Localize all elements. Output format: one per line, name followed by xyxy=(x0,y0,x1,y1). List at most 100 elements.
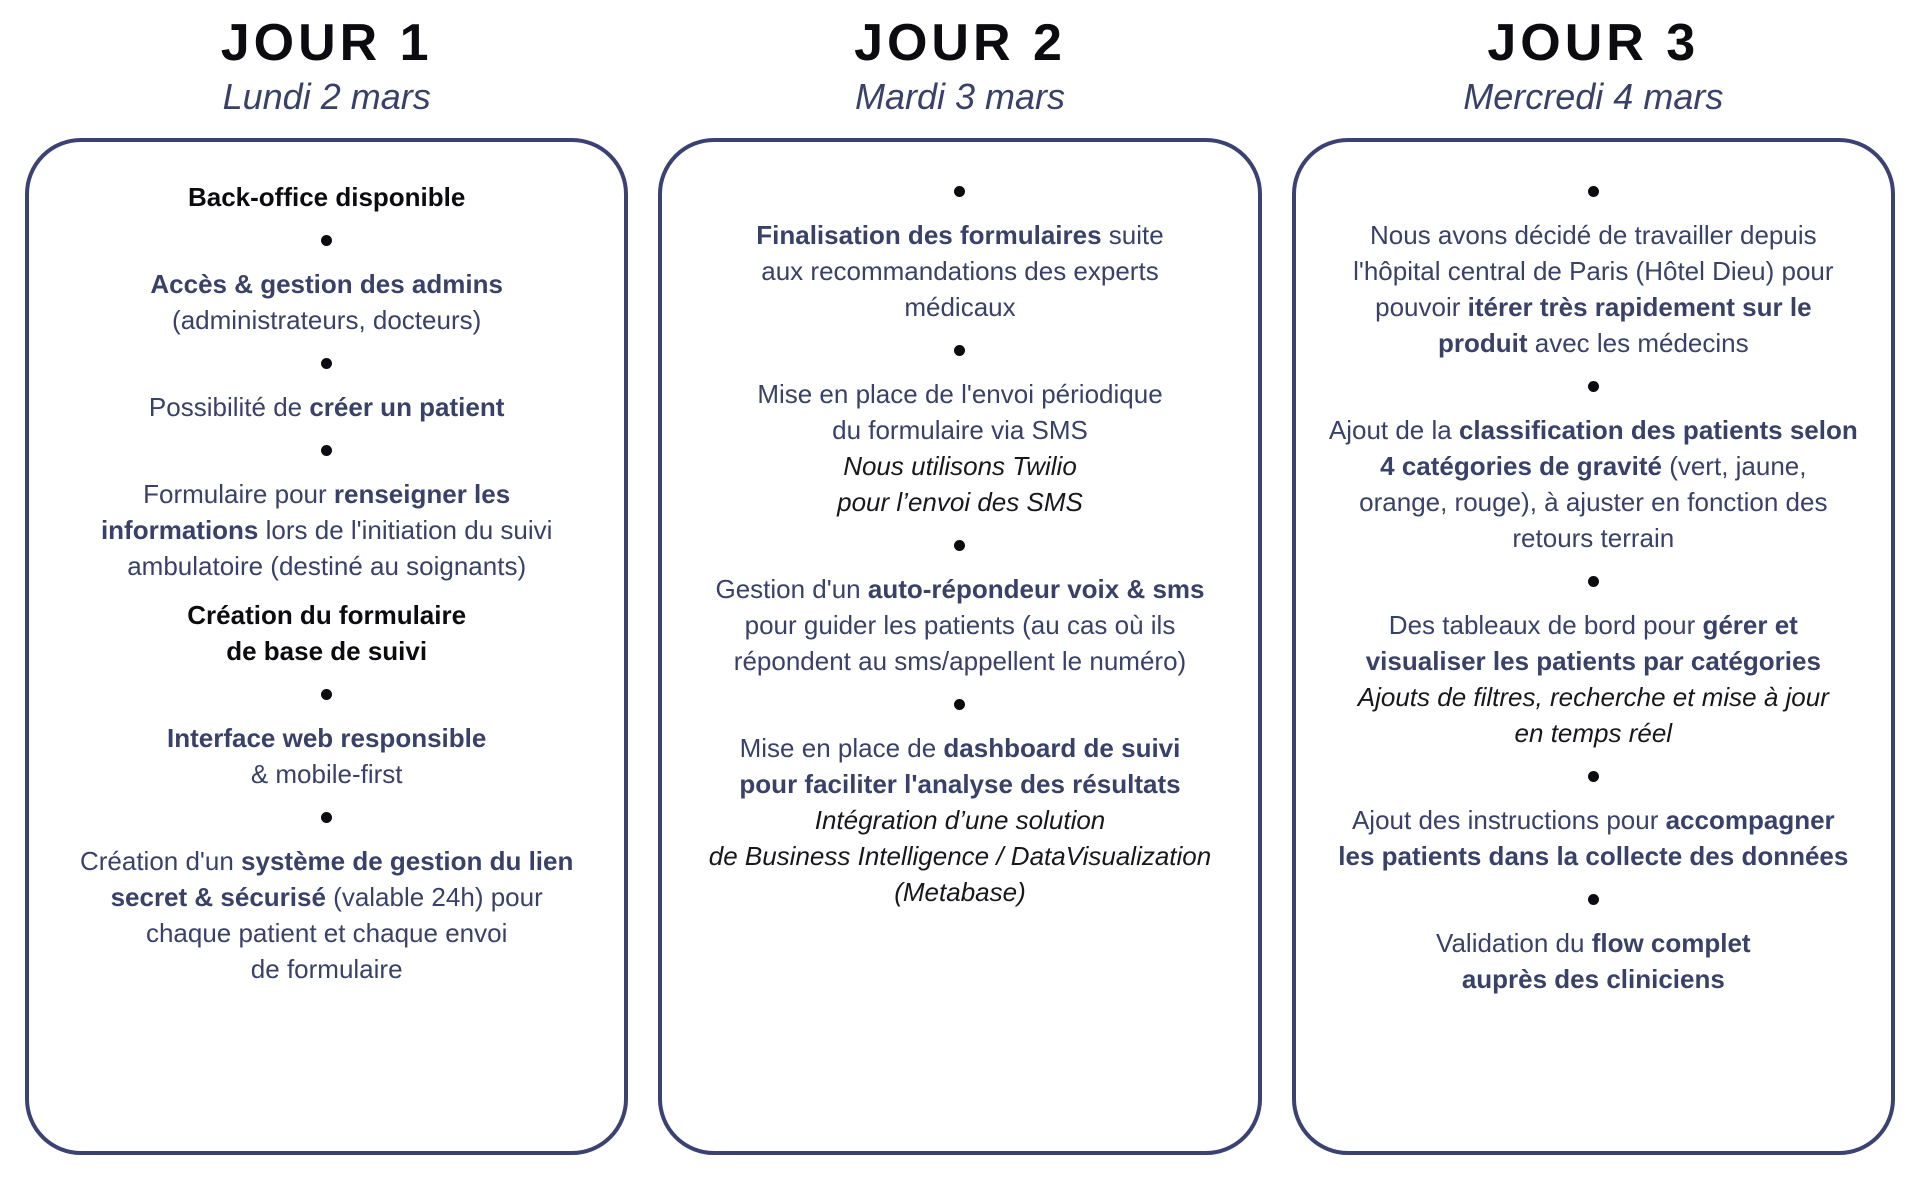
text-segment: informations xyxy=(100,514,259,545)
text-segment: répondent au sms/appellent le numéro) xyxy=(733,645,1187,676)
text-segment: aux recommandations des experts xyxy=(761,255,1159,286)
text-segment: ambulatoire (destiné au soignants) xyxy=(127,550,527,581)
day-column-3: JOUR 3 Mercredi 4 mars Nous avons décidé… xyxy=(1291,14,1895,1155)
text-segment: auto-répondeur voix & sms xyxy=(867,573,1205,604)
text-segment: produit xyxy=(1438,327,1528,358)
text-segment: Accès & gestion des admins xyxy=(150,268,503,299)
bullet-separator xyxy=(321,444,333,456)
text-segment: Mise en place de l'envoi périodique xyxy=(757,378,1163,409)
text-segment: Ajouts de filtres, recherche et mise à j… xyxy=(1357,681,1829,712)
timeline-item: Ajout de la classification des patients … xyxy=(1302,412,1885,556)
text-segment: (valable 24h) pour xyxy=(325,881,543,912)
text-segment: chaque patient et chaque envoi xyxy=(145,917,508,948)
text-segment: itérer très rapidement sur le xyxy=(1467,291,1812,322)
timeline-item: Finalisation des formulaires suite aux re… xyxy=(668,217,1251,325)
timeline-item: Possibilité de créer un patient xyxy=(35,389,618,425)
bullet-separator xyxy=(1587,380,1599,392)
timeline-item: Nous avons décidé de travailler depuis l'… xyxy=(1302,217,1885,361)
timeline-item: Création d'un système de gestion du lien… xyxy=(35,843,618,987)
text-segment: dashboard de suivi xyxy=(943,732,1181,763)
bullet-separator xyxy=(321,688,333,700)
bullet-separator xyxy=(954,344,966,356)
text-segment: en temps réel xyxy=(1514,717,1673,748)
text-segment: classification des patients selon xyxy=(1458,414,1858,445)
text-segment: Validation du xyxy=(1436,927,1592,958)
text-segment: pour l’envoi des SMS xyxy=(837,486,1083,517)
timeline-item: Mise en place de dashboard de suivi pour … xyxy=(668,730,1251,910)
bullet-separator xyxy=(1587,575,1599,587)
text-segment: Possibilité de xyxy=(148,391,310,422)
text-segment: Nous utilisons Twilio xyxy=(843,450,1077,481)
text-segment: médicaux xyxy=(904,291,1016,322)
text-segment: Des tableaux de bord pour xyxy=(1388,609,1703,640)
day-subtitle: Mercredi 4 mars xyxy=(1463,75,1724,117)
text-segment: (administrateurs, docteurs) xyxy=(172,304,482,335)
bullet-separator xyxy=(321,357,333,369)
text-segment: orange, rouge), à ajuster en fonction de… xyxy=(1359,486,1828,517)
text-segment: Création d'un xyxy=(79,845,242,876)
text-segment: créer un patient xyxy=(309,391,505,422)
text-segment: pouvoir xyxy=(1375,291,1468,322)
text-segment: pour guider les patients (au cas où ils xyxy=(744,609,1176,640)
timeline-item: Gestion d'un auto-répondeur voix & sms po… xyxy=(668,571,1251,679)
timeline-item: Accès & gestion des admins (administrateu… xyxy=(35,266,618,338)
text-segment: pour faciliter l'analyse des résultats xyxy=(739,768,1181,799)
text-segment: Nous avons décidé de travailler depuis xyxy=(1370,219,1817,250)
day-content: Finalisation des formulaires suite aux re… xyxy=(662,142,1257,941)
text-segment: les patients dans la collecte des donnée… xyxy=(1338,840,1849,871)
text-segment: (vert, jaune, xyxy=(1661,450,1807,481)
day-title: JOUR 3 xyxy=(1487,14,1700,72)
day-content: Nous avons décidé de travailler depuis l'… xyxy=(1296,142,1891,1028)
text-segment: avec les médecins xyxy=(1527,327,1749,358)
text-segment: Création du formulaire xyxy=(187,599,467,630)
bullet-separator xyxy=(321,811,333,823)
day-title: JOUR 2 xyxy=(854,14,1066,72)
timeline-item: Création du formulaire de base de suivi xyxy=(35,597,618,669)
day-subtitle: Mardi 3 mars xyxy=(854,75,1066,117)
day-box: Finalisation des formulaires suite aux re… xyxy=(658,137,1262,1155)
text-segment: Gestion d'un xyxy=(715,573,868,604)
text-segment: du formulaire via SMS xyxy=(832,414,1088,445)
text-segment: auprès des cliniciens xyxy=(1461,963,1725,994)
text-segment: suite xyxy=(1101,219,1164,250)
day-box: Nous avons décidé de travailler depuis l'… xyxy=(1291,137,1895,1155)
text-segment: renseigner les xyxy=(333,478,511,509)
timeline-item: Mise en place de l'envoi périodique du fo… xyxy=(668,376,1251,520)
timeline-item: Interface web responsible & mobile-first xyxy=(35,720,618,792)
text-segment: Interface web responsible xyxy=(167,722,487,753)
text-segment: de Business Intelligence / DataVisualiza… xyxy=(708,840,1212,871)
day-subtitle: Lundi 2 mars xyxy=(222,75,431,117)
bullet-separator xyxy=(954,698,966,710)
day-title: JOUR 1 xyxy=(220,14,433,72)
text-segment: retours terrain xyxy=(1512,522,1675,553)
text-segment: visualiser les patients par catégories xyxy=(1365,645,1821,676)
text-segment: Mise en place de xyxy=(739,732,944,763)
timeline-item: Des tableaux de bord pour gérer et visual… xyxy=(1302,607,1885,751)
text-segment: Intégration d’une solution xyxy=(814,804,1106,835)
timeline-item: Back-office disponible xyxy=(35,179,618,215)
text-segment: accompagner xyxy=(1665,804,1835,835)
text-segment: Ajout de la xyxy=(1328,414,1459,445)
text-segment: Finalisation des formulaires xyxy=(756,219,1102,250)
bullet-separator xyxy=(954,185,966,197)
text-segment: gérer et xyxy=(1702,609,1798,640)
bullet-separator xyxy=(1587,185,1599,197)
bullet-separator xyxy=(954,539,966,551)
bullet-separator xyxy=(1587,770,1599,782)
text-segment: & mobile-first xyxy=(250,758,403,789)
day-column-2: JOUR 2 Mardi 3 mars Finalisation des for… xyxy=(658,14,1262,1155)
bullet-separator xyxy=(1587,893,1599,905)
day-column-1: JOUR 1 Lundi 2 mars Back-office disponib… xyxy=(25,14,629,1155)
text-segment: l'hôpital central de Paris (Hôtel Dieu) … xyxy=(1353,255,1834,286)
text-segment: de base de suivi xyxy=(226,635,428,666)
text-segment: de formulaire xyxy=(250,953,403,984)
text-segment: 4 catégories de gravité xyxy=(1380,450,1662,481)
text-segment: Back-office disponible xyxy=(187,181,466,212)
text-segment: secret & sécurisé xyxy=(110,881,326,912)
